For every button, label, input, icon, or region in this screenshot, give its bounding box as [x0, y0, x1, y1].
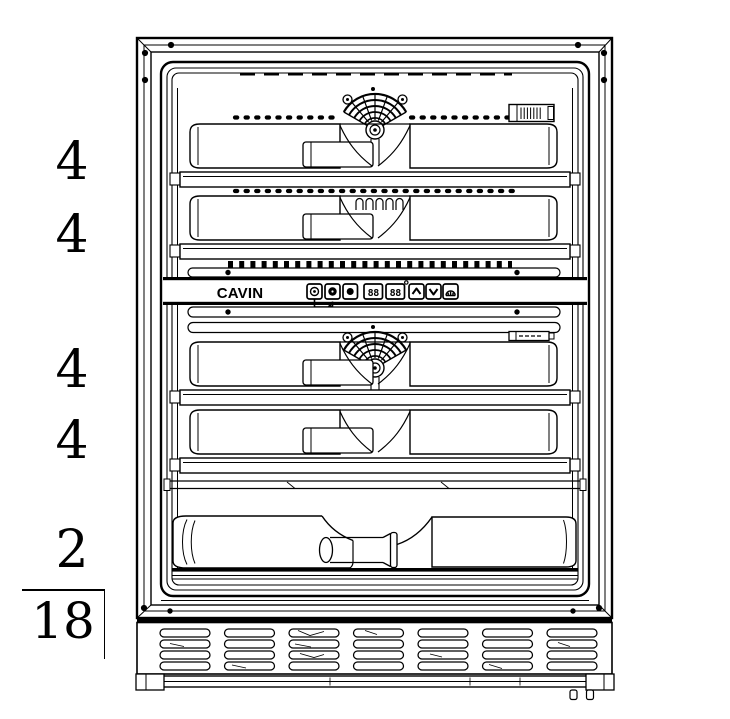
bottle-left — [172, 515, 354, 569]
capacity-row-count: 4 — [55, 411, 89, 471]
bottom-compartment — [163, 478, 587, 580]
svg-text:88: 88 — [368, 288, 380, 299]
shelf-2 — [169, 243, 581, 260]
temp-down-button — [425, 283, 442, 300]
right-foot — [585, 673, 615, 691]
temp-up-button — [408, 283, 425, 300]
evaporator-loops — [355, 197, 404, 210]
bulb-icon — [445, 290, 456, 297]
light-button — [442, 283, 459, 300]
capacity-row-count: 2 — [55, 520, 89, 580]
upper-temp-display: 88 — [363, 283, 384, 300]
shelf-3 — [169, 389, 581, 406]
capacity-row-count: 4 — [55, 205, 89, 265]
leveling-foot — [585, 689, 595, 701]
run-light-button — [324, 283, 341, 300]
capacity-row-count: 4 — [55, 340, 89, 400]
capacity-total: 18 — [31, 592, 95, 650]
brand-logo: CAVIN — [217, 285, 264, 302]
bottom-vent-grille — [136, 618, 613, 675]
compartment-floor — [172, 568, 578, 572]
lower-zone — [169, 323, 581, 474]
base — [135, 673, 615, 701]
shelf-1 — [169, 171, 581, 188]
upper-zone-light — [508, 103, 555, 123]
leveling-foot — [569, 689, 578, 701]
dot-icon — [346, 288, 354, 295]
left-foot — [135, 673, 165, 691]
bottle-right — [396, 516, 577, 568]
lower-zone-light — [508, 330, 555, 342]
bottle-neck — [318, 531, 398, 569]
capacity-row-count: 4 — [55, 132, 89, 192]
chevron-up-icon — [411, 287, 422, 295]
upper-zone — [169, 85, 581, 268]
degree-mark-icon — [403, 280, 409, 285]
capacity-total-rule — [22, 589, 105, 659]
power-ring-icon — [309, 286, 320, 297]
svg-text:88: 88 — [390, 288, 402, 299]
control-panel: CAVIN — [163, 267, 587, 334]
power-button — [306, 283, 323, 300]
lower-temp-display: 88 — [385, 280, 409, 300]
chevron-down-icon — [428, 288, 439, 296]
shelf-4 — [169, 457, 581, 474]
zone-button — [342, 283, 359, 300]
